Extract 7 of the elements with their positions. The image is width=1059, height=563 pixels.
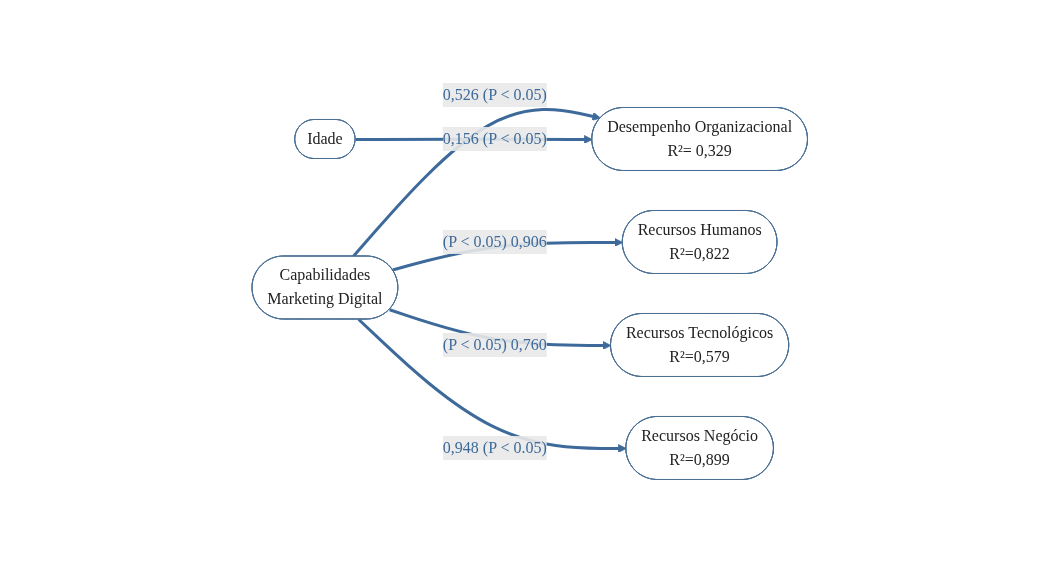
edge-label: 0,156 (P < 0.05): [442, 130, 547, 148]
arrow: [357, 318, 627, 454]
edge-label: 0,526 (P < 0.05): [442, 86, 547, 104]
edge-label: (P < 0.05) 0,906: [442, 233, 547, 251]
arrow: [351, 108, 601, 258]
edge-label: 0,948 (P < 0.05): [442, 439, 547, 457]
edge-label: (P < 0.05) 0,760: [442, 336, 547, 354]
